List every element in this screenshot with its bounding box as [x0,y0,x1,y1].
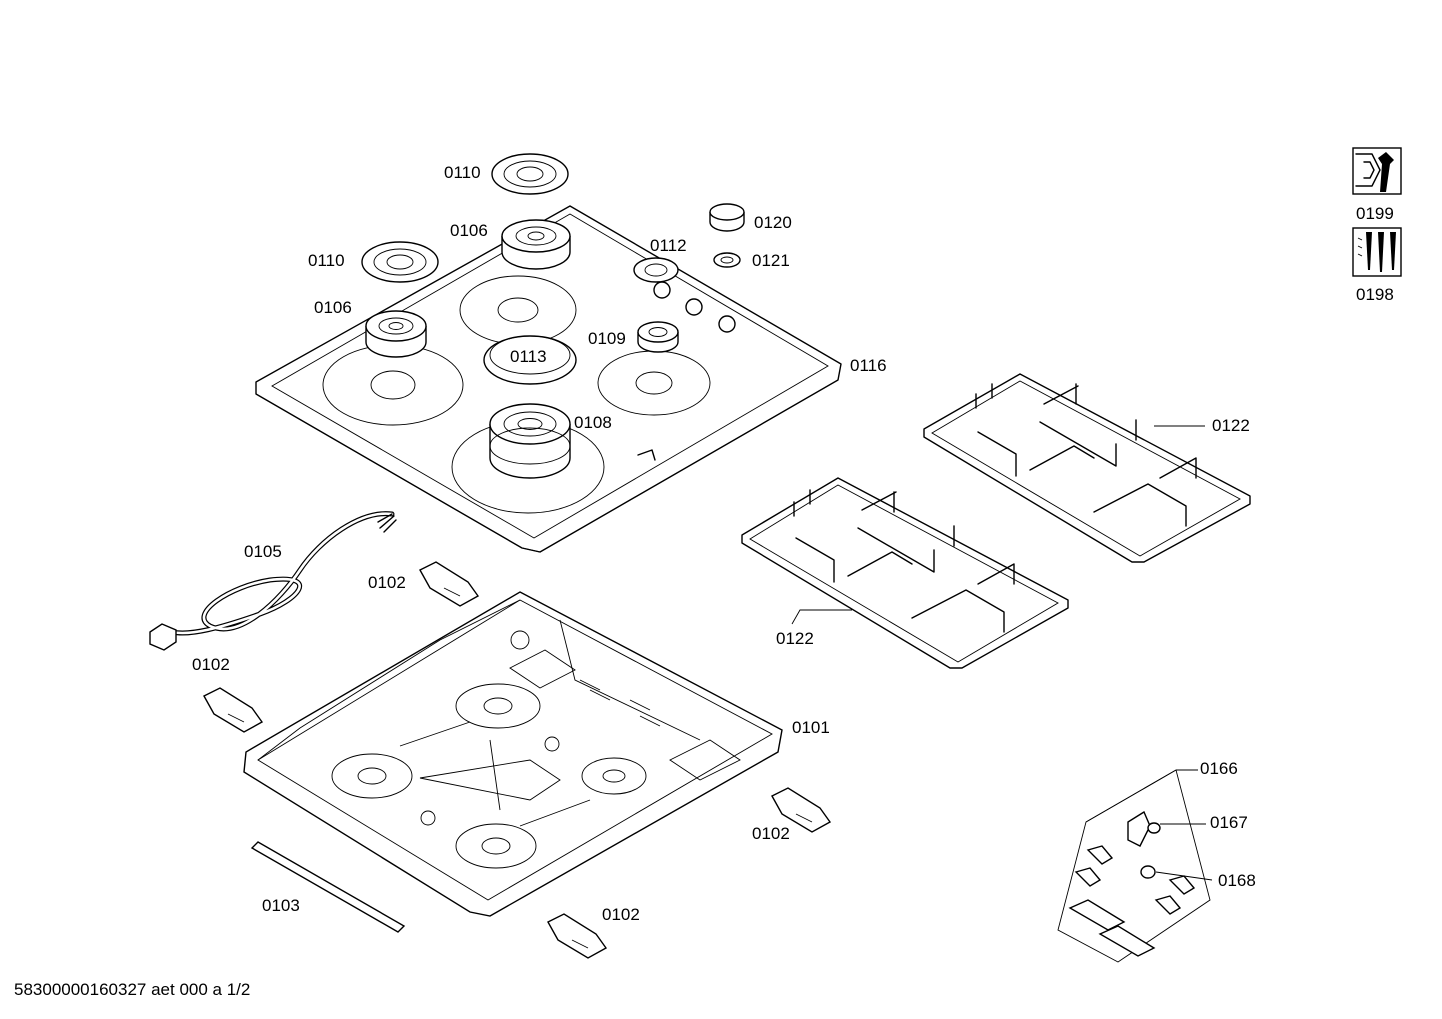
label-0167: 0167 [1210,813,1248,832]
label-0105: 0105 [244,542,282,561]
cooktop-top-panel [255,205,842,553]
label-0198: 0198 [1356,285,1394,304]
label-0120: 0120 [754,213,792,232]
bracket-0102-d [547,913,608,959]
leader-lines [791,425,1213,881]
burner-0106-top [501,219,571,270]
label-0116: 0116 [850,356,887,375]
bracket-0102-a [419,561,480,607]
cap-0113 [483,335,577,385]
collar-0121 [713,252,741,268]
screws-icon [1352,227,1402,277]
strip-0103 [250,841,406,933]
label-0106-left: 0106 [314,298,352,317]
label-0110-top: 0110 [444,163,481,182]
label-0122-right: 0122 [1212,416,1250,435]
accessory-bag [1057,769,1211,963]
base-tray-0101 [243,591,783,917]
label-0102-b: 0102 [192,655,230,674]
label-0102-c: 0102 [752,824,790,843]
label-0122-left: 0122 [776,629,814,648]
label-0109: 0109 [588,329,626,348]
label-0106-top: 0106 [450,221,488,240]
label-0166: 0166 [1200,759,1238,778]
label-0108: 0108 [574,413,612,432]
bracket-0102-c [771,787,832,833]
label-0113: 0113 [510,347,547,366]
ring-0112 [633,257,679,283]
bracket-0102-b [203,687,264,733]
label-0199: 0199 [1356,204,1394,223]
label-0110-left: 0110 [308,251,345,270]
burner-0109 [637,321,679,353]
knob-0120 [709,203,745,232]
label-0101: 0101 [792,718,830,737]
power-cord-0105 [149,511,397,651]
label-0112: 0112 [650,236,687,255]
pan-support-left [741,477,1069,669]
label-0168: 0168 [1218,871,1256,890]
label-0102-a: 0102 [368,573,406,592]
document-id-footer: 58300000160327 aet 000 a 1/2 [14,980,251,999]
cap-ring-0110-left [361,241,439,283]
label-0102-d: 0102 [602,905,640,924]
wrench-nut-icon [1352,147,1402,195]
burner-0108 [489,403,571,479]
label-0121: 0121 [752,251,790,270]
label-0103: 0103 [262,896,300,915]
cap-ring-0110-top [491,153,569,195]
pan-support-right [923,373,1251,563]
burner-0106-left [365,310,427,358]
